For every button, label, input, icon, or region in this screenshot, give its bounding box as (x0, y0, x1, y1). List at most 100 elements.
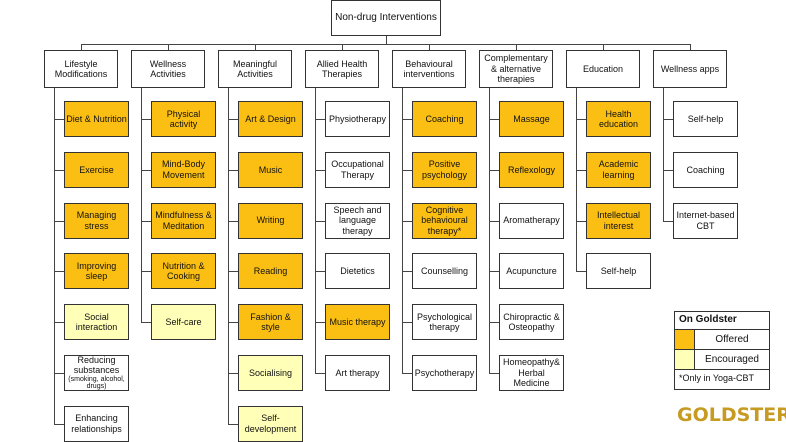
item-connector (315, 119, 325, 120)
intervention-label: Socialising (248, 367, 293, 378)
intervention-label: Self-help (687, 113, 724, 124)
item-connector (663, 119, 673, 120)
intervention-label: Chiropractic & Osteopathy (503, 311, 560, 333)
column-spine (315, 88, 316, 373)
intervention-box: Psychological therapy (412, 304, 477, 341)
intervention-box: Physiotherapy (325, 101, 390, 137)
item-connector (402, 169, 412, 171)
intervention-label: Art & Design (245, 113, 296, 124)
item-connector (228, 423, 238, 425)
header-drop (168, 44, 169, 50)
header-drop (81, 44, 82, 50)
intervention-sublabel: (smoking, alcohol, drugs) (68, 375, 125, 391)
item-connector (228, 119, 238, 120)
item-connector (228, 220, 238, 222)
item-connector (402, 271, 412, 273)
item-connector (54, 373, 64, 374)
intervention-label: Enhancing relationships (71, 413, 122, 434)
intervention-box: Massage (499, 101, 564, 137)
intervention-label: Counselling (420, 266, 469, 277)
intervention-box: Aromatherapy (499, 202, 564, 239)
item-connector (228, 322, 238, 324)
intervention-label: Self-development (244, 413, 297, 434)
intervention-box: Cognitive behavioural therapy* (412, 202, 477, 239)
intervention-box: Fashion & style (238, 304, 303, 341)
item-connector (54, 169, 64, 171)
column-spine (663, 88, 664, 221)
item-connector (315, 271, 325, 273)
item-connector (228, 271, 238, 273)
category-header: Education (566, 50, 640, 88)
intervention-label: Dietetics (340, 266, 375, 277)
intervention-label: Mindfulness & Meditation (155, 210, 212, 231)
item-connector (576, 169, 586, 171)
column-spine (489, 88, 490, 373)
intervention-box: Coaching (412, 101, 477, 137)
intervention-label: Speech and language therapy (333, 205, 382, 236)
column-spine (228, 88, 229, 424)
item-connector (489, 271, 499, 273)
header-drop (603, 44, 604, 50)
intervention-label: Psychotherapy (414, 367, 475, 378)
intervention-box: Music therapy (325, 304, 390, 341)
intervention-box: Acupuncture (499, 253, 564, 290)
intervention-label: Acupuncture (506, 266, 557, 277)
header-drop (255, 44, 256, 50)
item-connector (315, 169, 325, 171)
item-connector (315, 322, 325, 324)
column-spine (402, 88, 403, 373)
header-drop (342, 44, 343, 50)
intervention-label: Cognitive behavioural therapy* (421, 205, 468, 236)
intervention-label: Aromatherapy (503, 215, 560, 226)
intervention-label: Reflexology (507, 164, 556, 175)
intervention-label: Art therapy (335, 367, 380, 378)
root-connector (386, 36, 387, 44)
offered-swatch (675, 330, 695, 349)
item-connector (141, 119, 151, 120)
legend-note: *Only in Yoga-CBT (679, 373, 755, 383)
intervention-box: Reducing substances(smoking, alcohol, dr… (64, 355, 129, 391)
item-connector (402, 322, 412, 324)
item-connector (576, 119, 586, 120)
intervention-box: Socialising (238, 355, 303, 391)
intervention-label: Music therapy (329, 317, 386, 328)
intervention-label: Improving sleep (76, 261, 117, 282)
legend-encouraged: Encouraged (675, 350, 769, 370)
item-connector (141, 271, 151, 273)
intervention-box: Homeopathy& Herbal Medicine (499, 355, 564, 391)
intervention-label: Mind-Body Movement (161, 159, 206, 180)
column-spine (54, 88, 55, 424)
item-connector (54, 271, 64, 273)
intervention-label: Internet-based CBT (676, 210, 735, 231)
intervention-box: Psychotherapy (412, 355, 477, 391)
item-connector (663, 220, 673, 222)
item-connector (489, 373, 499, 374)
intervention-label: Exercise (79, 164, 114, 175)
intervention-label: Positive psychology (421, 159, 468, 180)
intervention-box: Intellectual interest (586, 202, 651, 239)
item-connector (663, 169, 673, 171)
legend-offered-label: Offered (715, 334, 749, 345)
legend-encouraged-label: Encouraged (705, 354, 759, 365)
intervention-box: Self-help (586, 253, 651, 290)
item-connector (402, 373, 412, 374)
intervention-box: Managing stress (64, 202, 129, 239)
item-connector (54, 119, 64, 120)
legend-title: On Goldster (675, 312, 769, 330)
intervention-label: Psychological therapy (416, 311, 473, 333)
column-spine (576, 88, 577, 272)
item-connector (141, 169, 151, 171)
item-connector (315, 220, 325, 222)
item-connector (576, 271, 586, 273)
intervention-label: Reducing substances (73, 354, 120, 376)
intervention-box: Reading (238, 253, 303, 290)
intervention-box: Nutrition & Cooking (151, 253, 216, 290)
item-connector (576, 220, 586, 222)
item-connector (402, 119, 412, 120)
encouraged-swatch (675, 350, 695, 369)
intervention-label: Diet & Nutrition (66, 113, 127, 124)
item-connector (489, 119, 499, 120)
category-header: Allied Health Therapies (305, 50, 379, 88)
item-connector (54, 220, 64, 222)
intervention-box: Writing (238, 202, 303, 239)
